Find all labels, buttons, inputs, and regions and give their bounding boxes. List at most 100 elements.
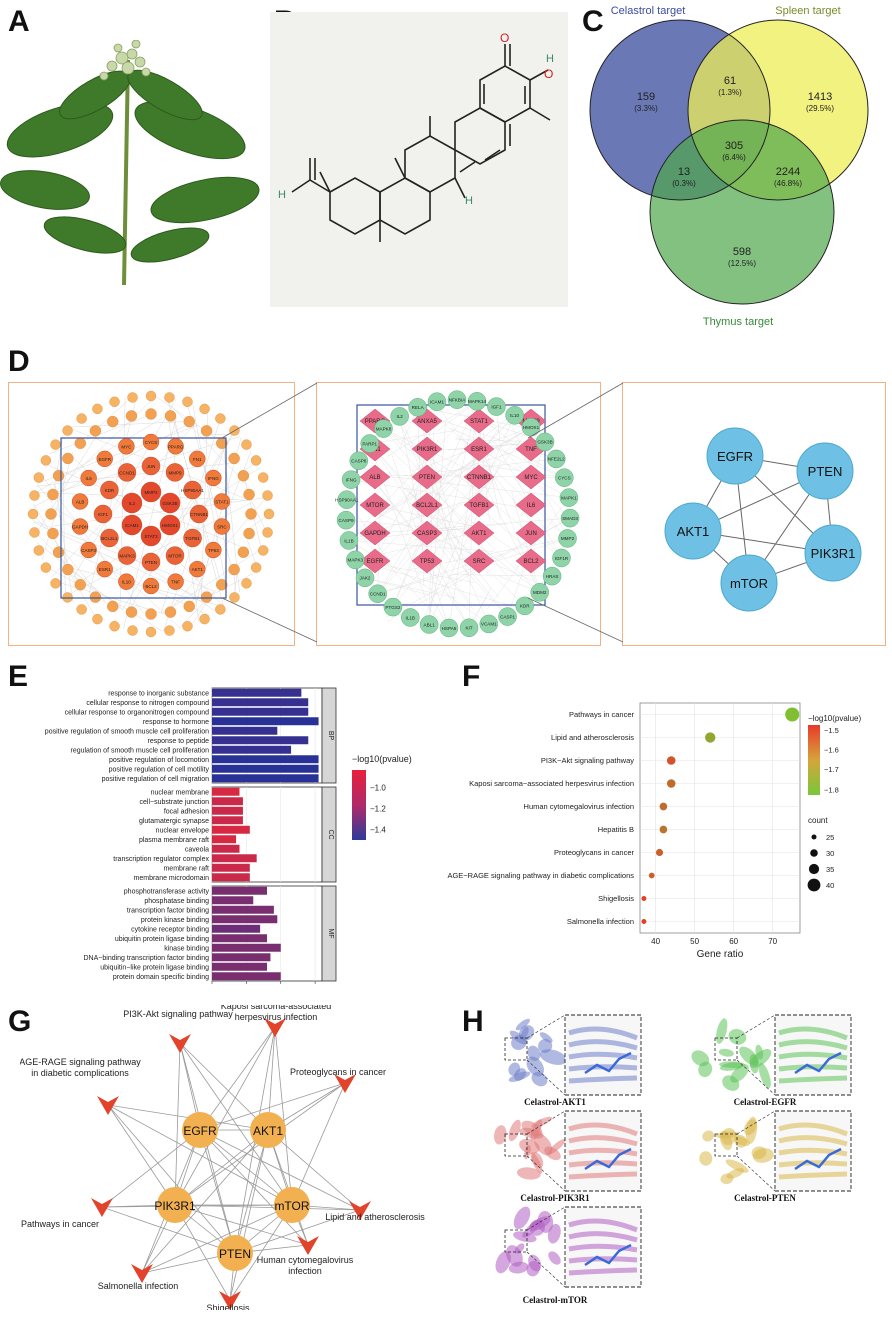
bar-category-label: protein domain specific binding: [113, 974, 209, 981]
pathway-label: Pathways in cancer: [21, 1219, 99, 1229]
network-d2-box: PPARGANXA5STAT1MMP9FN1PIK3R1ESR1TNFALBPT…: [316, 382, 601, 646]
network-node: [165, 410, 176, 421]
network-node: [200, 404, 210, 414]
network-node: [201, 592, 212, 603]
venn-diagram: Celastrol target Spleen target Thymus ta…: [580, 0, 892, 335]
protein-ribbon: [699, 1151, 713, 1167]
network-node-label: MYC: [524, 475, 538, 481]
network-node-label: ICAM1: [430, 399, 444, 404]
network-node-label: ALB: [76, 499, 85, 504]
bar-category-label: transcription regulator complex: [113, 856, 209, 863]
bar: [212, 727, 277, 735]
bar: [212, 906, 274, 914]
network-node: [182, 397, 192, 407]
axis-tick-label: 60: [729, 937, 738, 946]
protein-ribbon: [726, 1026, 749, 1047]
network-node: [251, 563, 261, 573]
pathway-label-line: PI3K-Akt signaling pathway: [123, 1009, 233, 1019]
pathway-label-line: Lipid and atherosclerosis: [325, 1212, 425, 1222]
network-node: [201, 425, 212, 436]
legend-tick-label: −1.7: [824, 765, 839, 774]
network-node: [53, 470, 64, 481]
network-node: [46, 509, 57, 520]
network-node: [92, 404, 102, 414]
bar-category-label: caveola: [185, 846, 209, 853]
network-node: [110, 621, 120, 631]
network-node: [75, 438, 86, 449]
network-node-label: CCND1: [370, 592, 386, 597]
network-edge: [469, 406, 474, 628]
network-node-label: TGFB1: [469, 503, 489, 509]
network-node-label: MTOR: [168, 554, 182, 559]
atom-label-h1: H: [546, 53, 554, 65]
bar: [212, 887, 267, 895]
protein-ribbon: [718, 1048, 734, 1058]
bar-category-label: phosphotransferase activity: [124, 888, 210, 895]
network-node-label: ANXA5: [417, 419, 437, 425]
network-node-label: CASP1: [500, 614, 516, 619]
network-node: [146, 391, 156, 401]
target-node-label: EGFR: [183, 1124, 217, 1138]
bubble-point: [705, 732, 715, 742]
axis-tick-label: 10: [242, 984, 251, 985]
network-node-label: MDM2: [533, 590, 547, 595]
legend-title: count: [808, 816, 828, 825]
legend-colorbar: [808, 725, 820, 795]
inset-ribbon: [569, 1270, 637, 1273]
network-node: [126, 410, 137, 421]
network-node-label: CASP9: [339, 518, 355, 523]
legend-tick-label: −1.5: [824, 726, 839, 735]
legend-tick-label: 30: [826, 849, 834, 858]
network-node-label: MYC: [121, 444, 132, 449]
bar: [212, 717, 319, 725]
network-node-label: PTGS2: [385, 605, 401, 610]
network-node: [263, 491, 273, 501]
hub-node-label: mTOR: [730, 576, 768, 591]
pathway-label-line: in diabetic complications: [31, 1068, 129, 1078]
network-d3: EGFRPTENAKT1PIK3R1mTOR: [623, 383, 885, 645]
venn-count-c-t: 13: [678, 166, 690, 178]
network-node-label: HMOX1: [523, 425, 540, 430]
panel-label-f: F: [462, 660, 480, 694]
bar: [212, 755, 319, 763]
atom-label-o1: O: [500, 31, 509, 45]
network-node-label: CTNNB1: [190, 512, 208, 517]
network-node: [51, 578, 61, 588]
bar-category-label: cytokine receptor binding: [131, 926, 209, 933]
pathway-node: [97, 1096, 119, 1115]
bar: [212, 963, 267, 971]
venn-count-all: 305: [725, 140, 743, 152]
network-node-label: RELA: [412, 405, 425, 410]
network-node-label: MMP9: [168, 470, 181, 475]
network-node-label: MAPK8: [376, 426, 392, 431]
bar-category-label: nuclear envelope: [156, 827, 209, 834]
pathway-label-line: Pathways in cancer: [21, 1219, 99, 1229]
facet-label: MF: [327, 928, 334, 938]
network-node-label: IL2: [129, 501, 136, 506]
bar: [212, 972, 281, 980]
bubble-point: [641, 896, 646, 901]
network-node-label: BCL2L1: [416, 503, 438, 509]
network-node-label: MAPK3: [348, 558, 364, 563]
network-node-label: PIK3R1: [417, 447, 438, 453]
venn-pct-c-t: (0.3%): [672, 179, 696, 188]
facet-label: BP: [327, 731, 334, 741]
venn-count-c-only: 159: [637, 91, 655, 103]
network-node: [258, 473, 268, 483]
bar: [212, 689, 301, 697]
network-node-label: MAPK3: [119, 554, 135, 559]
bar-category-label: protein kinase binding: [141, 917, 209, 924]
hub-node-label: PTEN: [808, 464, 843, 479]
kegg-bubble-chart: Pathways in cancerLipid and atherosclero…: [430, 695, 892, 980]
network-node-label: NFE2L2: [548, 457, 565, 462]
bar-category-label: positive regulation of locomotion: [109, 757, 209, 764]
network-node: [41, 563, 51, 573]
network-node-label: KDR: [520, 604, 530, 609]
protein-ribbon: [700, 1128, 716, 1143]
bubble-category-label: Proteoglycans in cancer: [554, 848, 635, 857]
hub-node-label: AKT1: [677, 524, 710, 539]
network-node: [229, 426, 239, 436]
network-node: [164, 626, 174, 636]
network-node-label: BCL2: [145, 584, 157, 589]
bar-category-label: focal adhesion: [164, 808, 209, 815]
